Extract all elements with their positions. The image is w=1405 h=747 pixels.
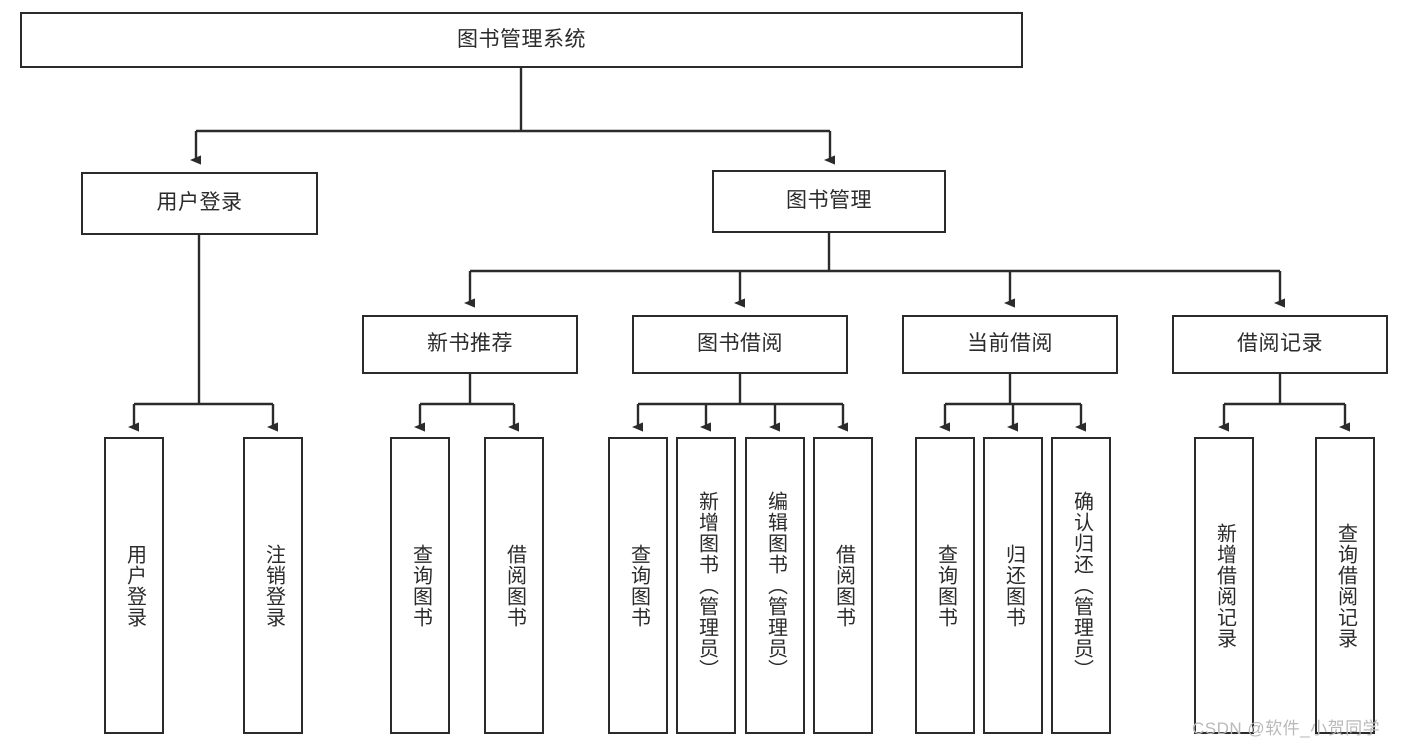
node-current-borrow[interactable]: 当前借阅 (902, 315, 1118, 374)
node-leaf-borrow-book-2[interactable]: 借阅图书 (813, 437, 873, 734)
node-label: 归还图书 (1002, 543, 1025, 628)
node-label: 图书管理系统 (457, 27, 586, 51)
node-new-book-recommend[interactable]: 新书推荐 (362, 315, 578, 374)
node-leaf-add-book[interactable]: 新增图书（管理员） (676, 437, 736, 734)
node-leaf-query-book-3[interactable]: 查询图书 (915, 437, 975, 734)
node-label: 查询图书 (409, 543, 432, 628)
node-leaf-query-book-2[interactable]: 查询图书 (608, 437, 668, 734)
node-label: 借阅记录 (1237, 332, 1323, 356)
node-label: 图书借阅 (697, 332, 783, 356)
node-label: 注销登录 (262, 543, 285, 628)
node-leaf-query-borrow-record[interactable]: 查询借阅记录 (1315, 437, 1375, 734)
node-leaf-add-borrow-record[interactable]: 新增借阅记录 (1194, 437, 1254, 734)
node-label: 图书管理 (786, 189, 872, 213)
node-label: 新增借阅记录 (1213, 522, 1236, 649)
node-borrow-record[interactable]: 借阅记录 (1172, 315, 1388, 374)
node-label: 查询借阅记录 (1334, 522, 1357, 649)
node-label: 编辑图书（管理员） (764, 491, 787, 680)
node-label: 用户登录 (123, 543, 146, 628)
node-leaf-user-login[interactable]: 用户登录 (104, 437, 164, 734)
node-user-login[interactable]: 用户登录 (81, 172, 318, 235)
csdn-watermark: CSDN @软件_小贺同学 (1192, 719, 1381, 738)
node-label: 新增图书（管理员） (695, 491, 718, 680)
node-label: 查询图书 (627, 543, 650, 628)
node-leaf-borrow-book-1[interactable]: 借阅图书 (484, 437, 544, 734)
node-root-system[interactable]: 图书管理系统 (20, 12, 1023, 68)
node-leaf-edit-book[interactable]: 编辑图书（管理员） (745, 437, 805, 734)
node-label: 确认归还（管理员） (1070, 491, 1093, 680)
node-book-borrow[interactable]: 图书借阅 (632, 315, 848, 374)
node-leaf-query-book-1[interactable]: 查询图书 (390, 437, 450, 734)
node-label: 借阅图书 (503, 543, 526, 628)
node-leaf-logout-login[interactable]: 注销登录 (243, 437, 303, 734)
node-label: 查询图书 (934, 543, 957, 628)
node-leaf-return-book[interactable]: 归还图书 (983, 437, 1043, 734)
node-label: 新书推荐 (427, 332, 513, 356)
node-book-manage[interactable]: 图书管理 (712, 170, 946, 233)
node-label: 用户登录 (156, 191, 243, 215)
node-leaf-confirm-return[interactable]: 确认归还（管理员） (1051, 437, 1111, 734)
node-label: 借阅图书 (832, 543, 855, 628)
node-label: 当前借阅 (967, 332, 1053, 356)
